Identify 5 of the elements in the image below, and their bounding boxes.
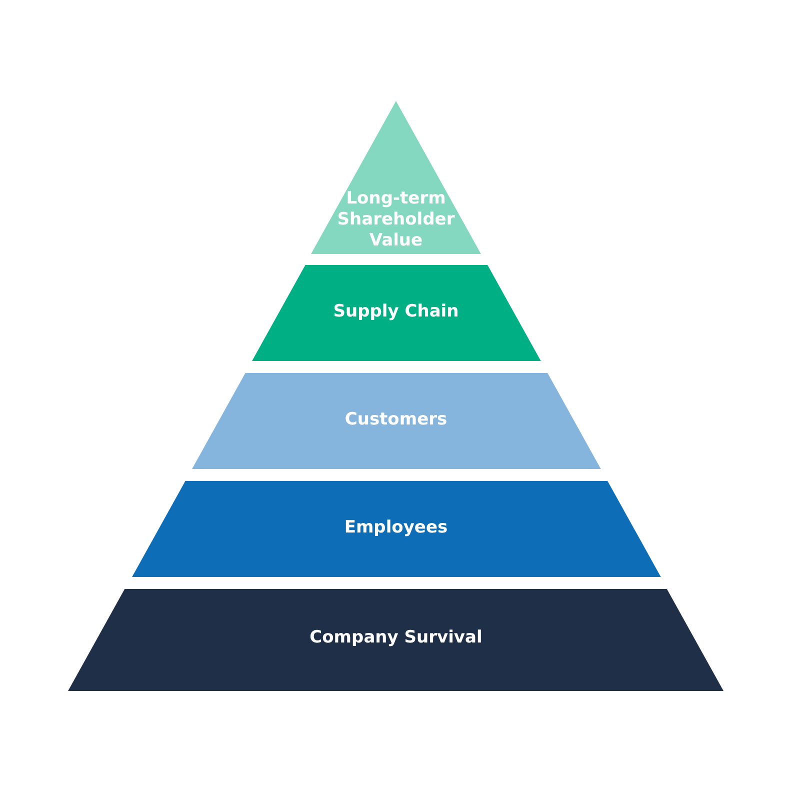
tier-label: Company Survival: [308, 628, 484, 648]
tier-label: Employees: [343, 518, 449, 538]
tier-label: Long-term Shareholder Value: [336, 188, 456, 252]
tier-label: Customers: [344, 410, 448, 430]
tier-label: Supply Chain: [332, 302, 460, 322]
